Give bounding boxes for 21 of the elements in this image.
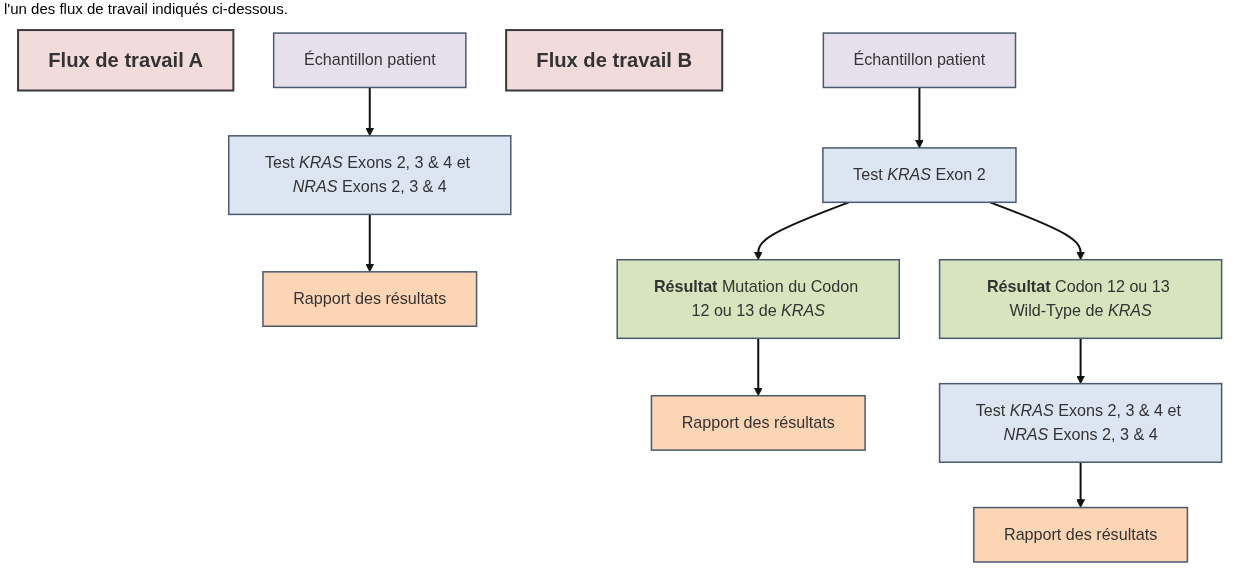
node-box: Rapport des résultats — [650, 394, 866, 451]
node-box: Test KRAS Exons 2, 3 & 4 et NRAS Exons 2, 3 & 4 — [938, 382, 1223, 463]
node-box: Flux de travail A — [16, 29, 235, 92]
arrow — [1075, 462, 1085, 508]
node-box: Test KRAS Exons 2, 3 & 4 et NRAS Exons 2, 3 & 4 — [227, 135, 512, 216]
arrow — [753, 201, 849, 261]
arrow — [914, 87, 924, 149]
node-box: Rapport des résultats — [261, 271, 477, 327]
arrow — [365, 214, 374, 273]
node-box: Flux de travail B — [504, 29, 723, 92]
arrow — [1075, 338, 1085, 385]
node-box: Résultat Mutation du Codon 12 ou 13 de KRAS — [616, 259, 900, 340]
node-box: Résultat Codon 12 ou 13 Wild-Type de KRAS — [938, 259, 1223, 340]
arrow — [989, 201, 1085, 261]
node-box: Test KRAS Exon 2 — [821, 147, 1017, 204]
node-box: Échantillon patient — [822, 32, 1016, 89]
arrow — [365, 87, 374, 137]
node-box: Échantillon patient — [272, 32, 467, 89]
intro-text: l'un des flux de travail indiqués ci-dessous. — [4, 0, 288, 17]
node-box: Rapport des résultats — [972, 506, 1188, 563]
arrow — [753, 338, 763, 397]
